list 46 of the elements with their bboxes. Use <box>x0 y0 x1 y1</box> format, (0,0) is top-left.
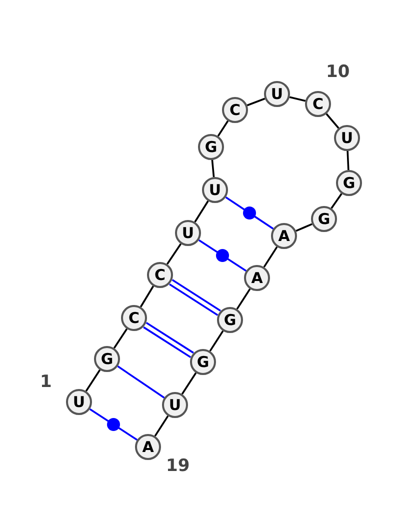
backbone-line <box>154 415 169 437</box>
position-number: 10 <box>326 62 350 82</box>
nucleotide-circle: G <box>190 349 216 375</box>
backbone-line <box>296 223 312 232</box>
backbone-line <box>113 328 128 349</box>
nucleotide-circle: U <box>202 177 228 203</box>
backbone-line <box>140 286 154 308</box>
nucleotide-circle: G <box>94 346 120 372</box>
backbone-line <box>346 150 350 170</box>
backbone-line <box>246 98 266 106</box>
position-number: 1 <box>40 372 52 392</box>
backbone-line <box>211 160 215 178</box>
backbone-line <box>236 288 251 310</box>
nucleotide-circle: C <box>222 97 248 123</box>
nucleotide-circle: G <box>198 134 224 160</box>
backbone-line <box>289 96 306 102</box>
backbone-line <box>85 369 101 392</box>
nucleotide-circle: U <box>175 220 201 246</box>
base-pair-line <box>198 239 247 272</box>
backbone-line <box>326 113 340 129</box>
base-pair-line <box>225 196 274 230</box>
backbone-line <box>166 243 182 265</box>
backbone-line <box>217 120 229 137</box>
nucleotide-circle: G <box>336 170 362 196</box>
position-number: 19 <box>166 456 190 476</box>
backbone-line <box>194 200 209 222</box>
nucleotide-circle: U <box>334 125 360 151</box>
base-pair-line <box>168 278 222 316</box>
backbone-line <box>209 330 224 352</box>
nucleotide-circle: A <box>271 223 297 249</box>
base-pair-line <box>142 322 194 358</box>
base-pair-line <box>117 366 165 398</box>
base-pair-line <box>89 408 138 441</box>
nucleotide-circle: G <box>311 206 337 232</box>
nucleotide-circle: A <box>244 265 270 291</box>
nucleotide-circle: U <box>162 392 188 418</box>
backbone-line <box>330 193 342 209</box>
nucleotide-circle: C <box>147 262 173 288</box>
nucleotide-circle: G <box>217 307 243 333</box>
backbone-line <box>263 246 278 268</box>
nucleotide-circle: C <box>305 91 331 117</box>
nucleotide-circle: C <box>121 305 147 331</box>
nucleotide-circle: U <box>264 81 290 107</box>
nucleotide-circle: U <box>66 389 92 415</box>
nucleotide-circle: A <box>135 434 161 460</box>
backbone-line <box>181 372 197 395</box>
